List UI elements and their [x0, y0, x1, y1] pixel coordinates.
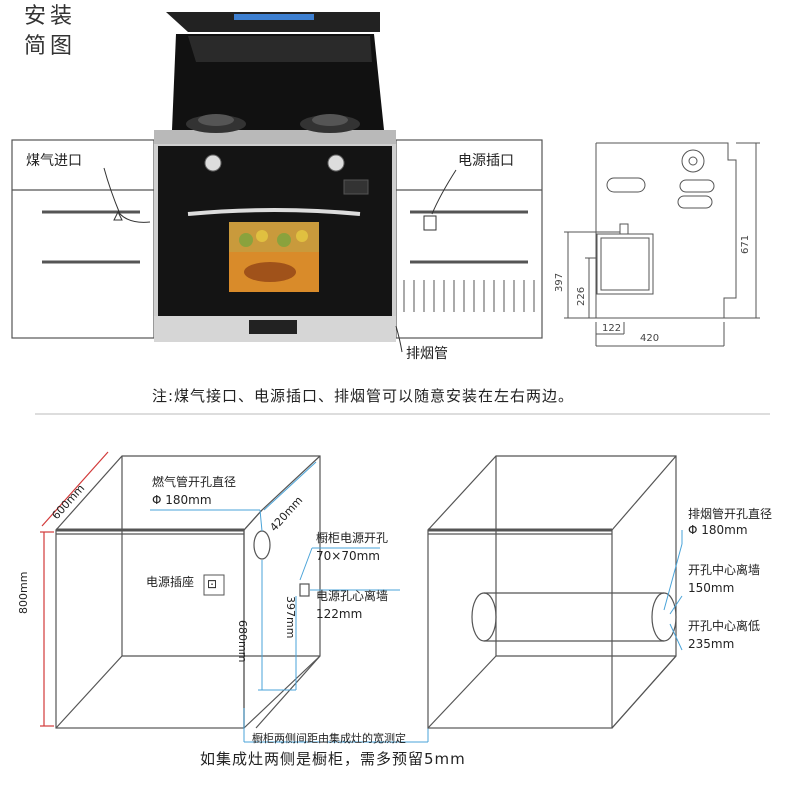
cab-power-hole-value: 70×70mm	[316, 549, 380, 563]
reserve-note: 如集成灶两侧是橱柜，需多预留5mm	[200, 750, 466, 768]
knob-left	[204, 154, 222, 172]
power-hole-center-title: 电源孔心离墙	[316, 589, 389, 603]
gas-inlet-label: 煤气进口	[26, 153, 82, 169]
gas-hole-title: 燃气管开孔直径	[152, 475, 237, 489]
power-hole-center-value: 122mm	[316, 607, 363, 621]
gas-hole-value: Φ 180mm	[152, 493, 212, 507]
left-cabinet-box	[55, 455, 321, 729]
exhaust-hole-value: Φ 180mm	[688, 523, 748, 537]
exhaust-pipe-label: 排烟管	[406, 346, 448, 362]
integrated-stove	[154, 12, 396, 342]
hole-from-wall-value: 150mm	[688, 581, 735, 595]
knob-right	[327, 154, 345, 172]
right-cabinet	[395, 139, 543, 339]
left-cabinet	[11, 139, 155, 339]
width-measure-note: 橱柜两侧间距由集成灶的宽测定	[252, 732, 406, 745]
power-socket-label: 电源插口	[458, 153, 514, 169]
title-line-1: 安装	[24, 4, 77, 29]
top-leaders	[103, 167, 457, 353]
right-cabinet-box	[427, 455, 677, 729]
hole-from-floor-title: 开孔中心离低	[688, 619, 761, 633]
burner-left	[186, 114, 246, 133]
side-elevation	[564, 142, 760, 347]
burner-right	[300, 114, 360, 133]
dim-800mm: 800mm	[17, 571, 30, 614]
dim-397mm: 397mm	[284, 596, 297, 639]
power-outlet-label: 电源插座	[146, 575, 195, 589]
dim-420: 420	[640, 333, 660, 344]
right-blue-guides	[244, 530, 683, 743]
socket-icon: ⊡	[207, 577, 218, 591]
title-line-2: 简图	[24, 34, 77, 59]
dim-397: 397	[554, 272, 565, 292]
left-red-dims	[40, 451, 109, 727]
top-note: 注:煤气接口、电源插口、排烟管可以随意安装在左右两边。	[152, 387, 575, 405]
dim-122: 122	[602, 323, 622, 334]
cab-power-hole-title: 橱柜电源开孔	[316, 531, 389, 545]
dim-226: 226	[576, 286, 587, 306]
dim-671: 671	[740, 234, 751, 254]
display-strip	[234, 14, 314, 20]
hole-from-floor-value: 235mm	[688, 637, 735, 651]
hole-from-wall-title: 开孔中心离墙	[688, 563, 761, 577]
exhaust-hole-title: 排烟管开孔直径	[688, 507, 773, 521]
dim-680mm: 680mm	[236, 620, 249, 663]
